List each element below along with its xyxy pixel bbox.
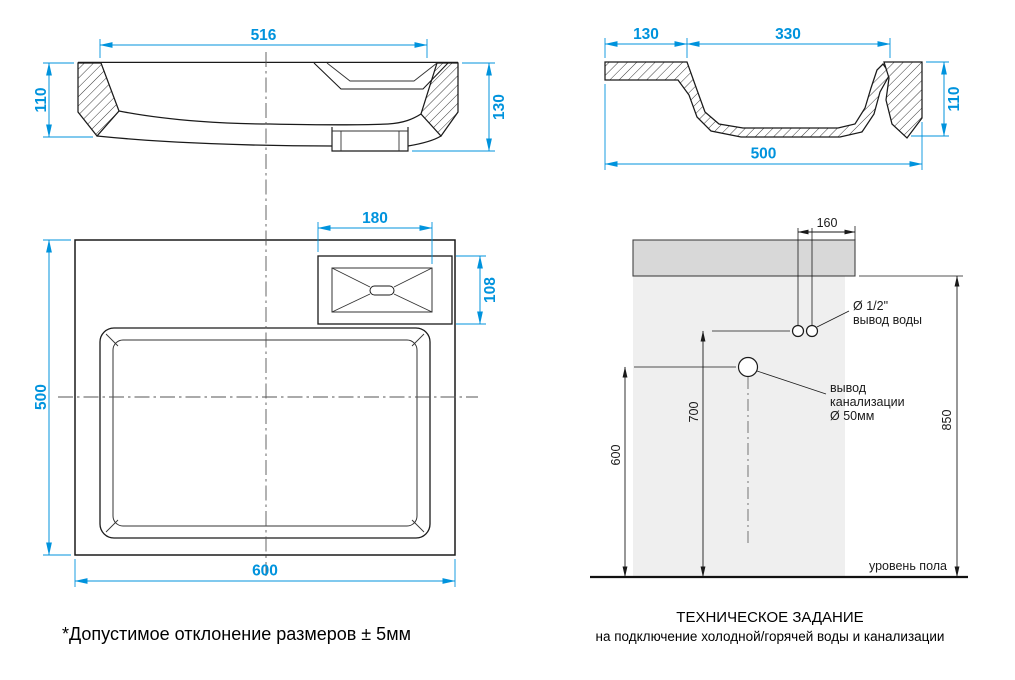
drain-label-1: вывод — [830, 381, 867, 395]
drain-circle — [737, 356, 759, 378]
spec-title: ТЕХНИЧЕСКОЕ ЗАДАНИЕ — [676, 609, 863, 626]
tolerance-note: *Допустимое отклонение размеров ± 5мм — [62, 624, 411, 644]
basin-corner-chamfer — [411, 519, 425, 533]
floor-level-label: уровень пола — [869, 559, 947, 573]
dim-text-drain-height: 600 — [609, 445, 623, 466]
countertop — [632, 239, 856, 277]
overflow-box-inner — [331, 267, 433, 313]
dim-text-front-left-height: 110 — [33, 87, 50, 112]
front-underside-right-line — [407, 135, 442, 147]
front-basin-floor-line — [118, 110, 422, 126]
basin-corner-chamfer — [411, 333, 425, 347]
dim-text-water-height: 700 — [687, 402, 701, 423]
drain-label-2: канализации — [830, 395, 905, 409]
front-left-wall-hatch — [77, 62, 120, 137]
water-label-diameter: Ø 1/2" — [853, 299, 888, 313]
front-section-view: 516 110 130 — [33, 27, 508, 152]
installation-view: 160 Ø 1/2" вывод воды вывод канализации … — [590, 216, 968, 579]
overflow-diagonal — [393, 267, 433, 288]
basin-corner-chamfer — [105, 333, 119, 347]
dim-text-side-bowl: 330 — [775, 26, 801, 43]
overflow-diagonal — [331, 293, 371, 313]
captions: *Допустимое отклонение размеров ± 5мм ТЕ… — [62, 609, 944, 644]
water-outlet-circle — [805, 324, 819, 338]
overflow-slot — [369, 285, 395, 296]
dim-text-plan-width: 600 — [252, 563, 278, 580]
drain-leader-line — [756, 370, 827, 395]
side-shell-hatch — [604, 61, 891, 138]
dim-text-side-width: 500 — [751, 146, 777, 163]
side-section-view: 130 330 110 500 — [604, 26, 963, 170]
front-backsplash-outline — [313, 62, 449, 90]
spec-subtitle: на подключение холодной/горячей воды и к… — [596, 629, 945, 644]
plan-basin-outer — [99, 327, 431, 539]
dim-text-water-offset: 160 — [817, 216, 838, 230]
dim-text-total-height: 850 — [940, 410, 954, 431]
plan-basin-inner — [112, 339, 418, 527]
overflow-diagonal — [393, 293, 433, 313]
drain-label-3: Ø 50мм — [830, 409, 874, 423]
dim-text-plan-depth: 500 — [33, 384, 50, 410]
dim-text-overflow-height: 108 — [482, 277, 499, 303]
front-right-wall-hatch — [420, 62, 459, 137]
pedestal-area — [633, 276, 845, 577]
dim-text-side-height: 110 — [946, 86, 963, 111]
side-front-wall-hatch — [883, 61, 923, 139]
dim-text-overflow-width: 180 — [362, 210, 388, 227]
plan-view: 180 108 500 600 — [33, 52, 499, 587]
dim-text-front-width: 516 — [251, 27, 277, 44]
water-outlet-circle — [791, 324, 805, 338]
water-label-text: вывод воды — [853, 313, 922, 327]
water-leader-line — [816, 310, 850, 328]
dim-text-side-ledge: 130 — [633, 26, 659, 43]
front-backsplash-inner-line — [326, 62, 438, 82]
overflow-box-outer — [317, 255, 453, 325]
front-underside-left-line — [96, 135, 333, 147]
basin-corner-chamfer — [105, 519, 119, 533]
overflow-diagonal — [331, 267, 371, 288]
dim-text-front-right-height: 130 — [491, 94, 508, 120]
front-drain-box-outline — [331, 127, 409, 152]
